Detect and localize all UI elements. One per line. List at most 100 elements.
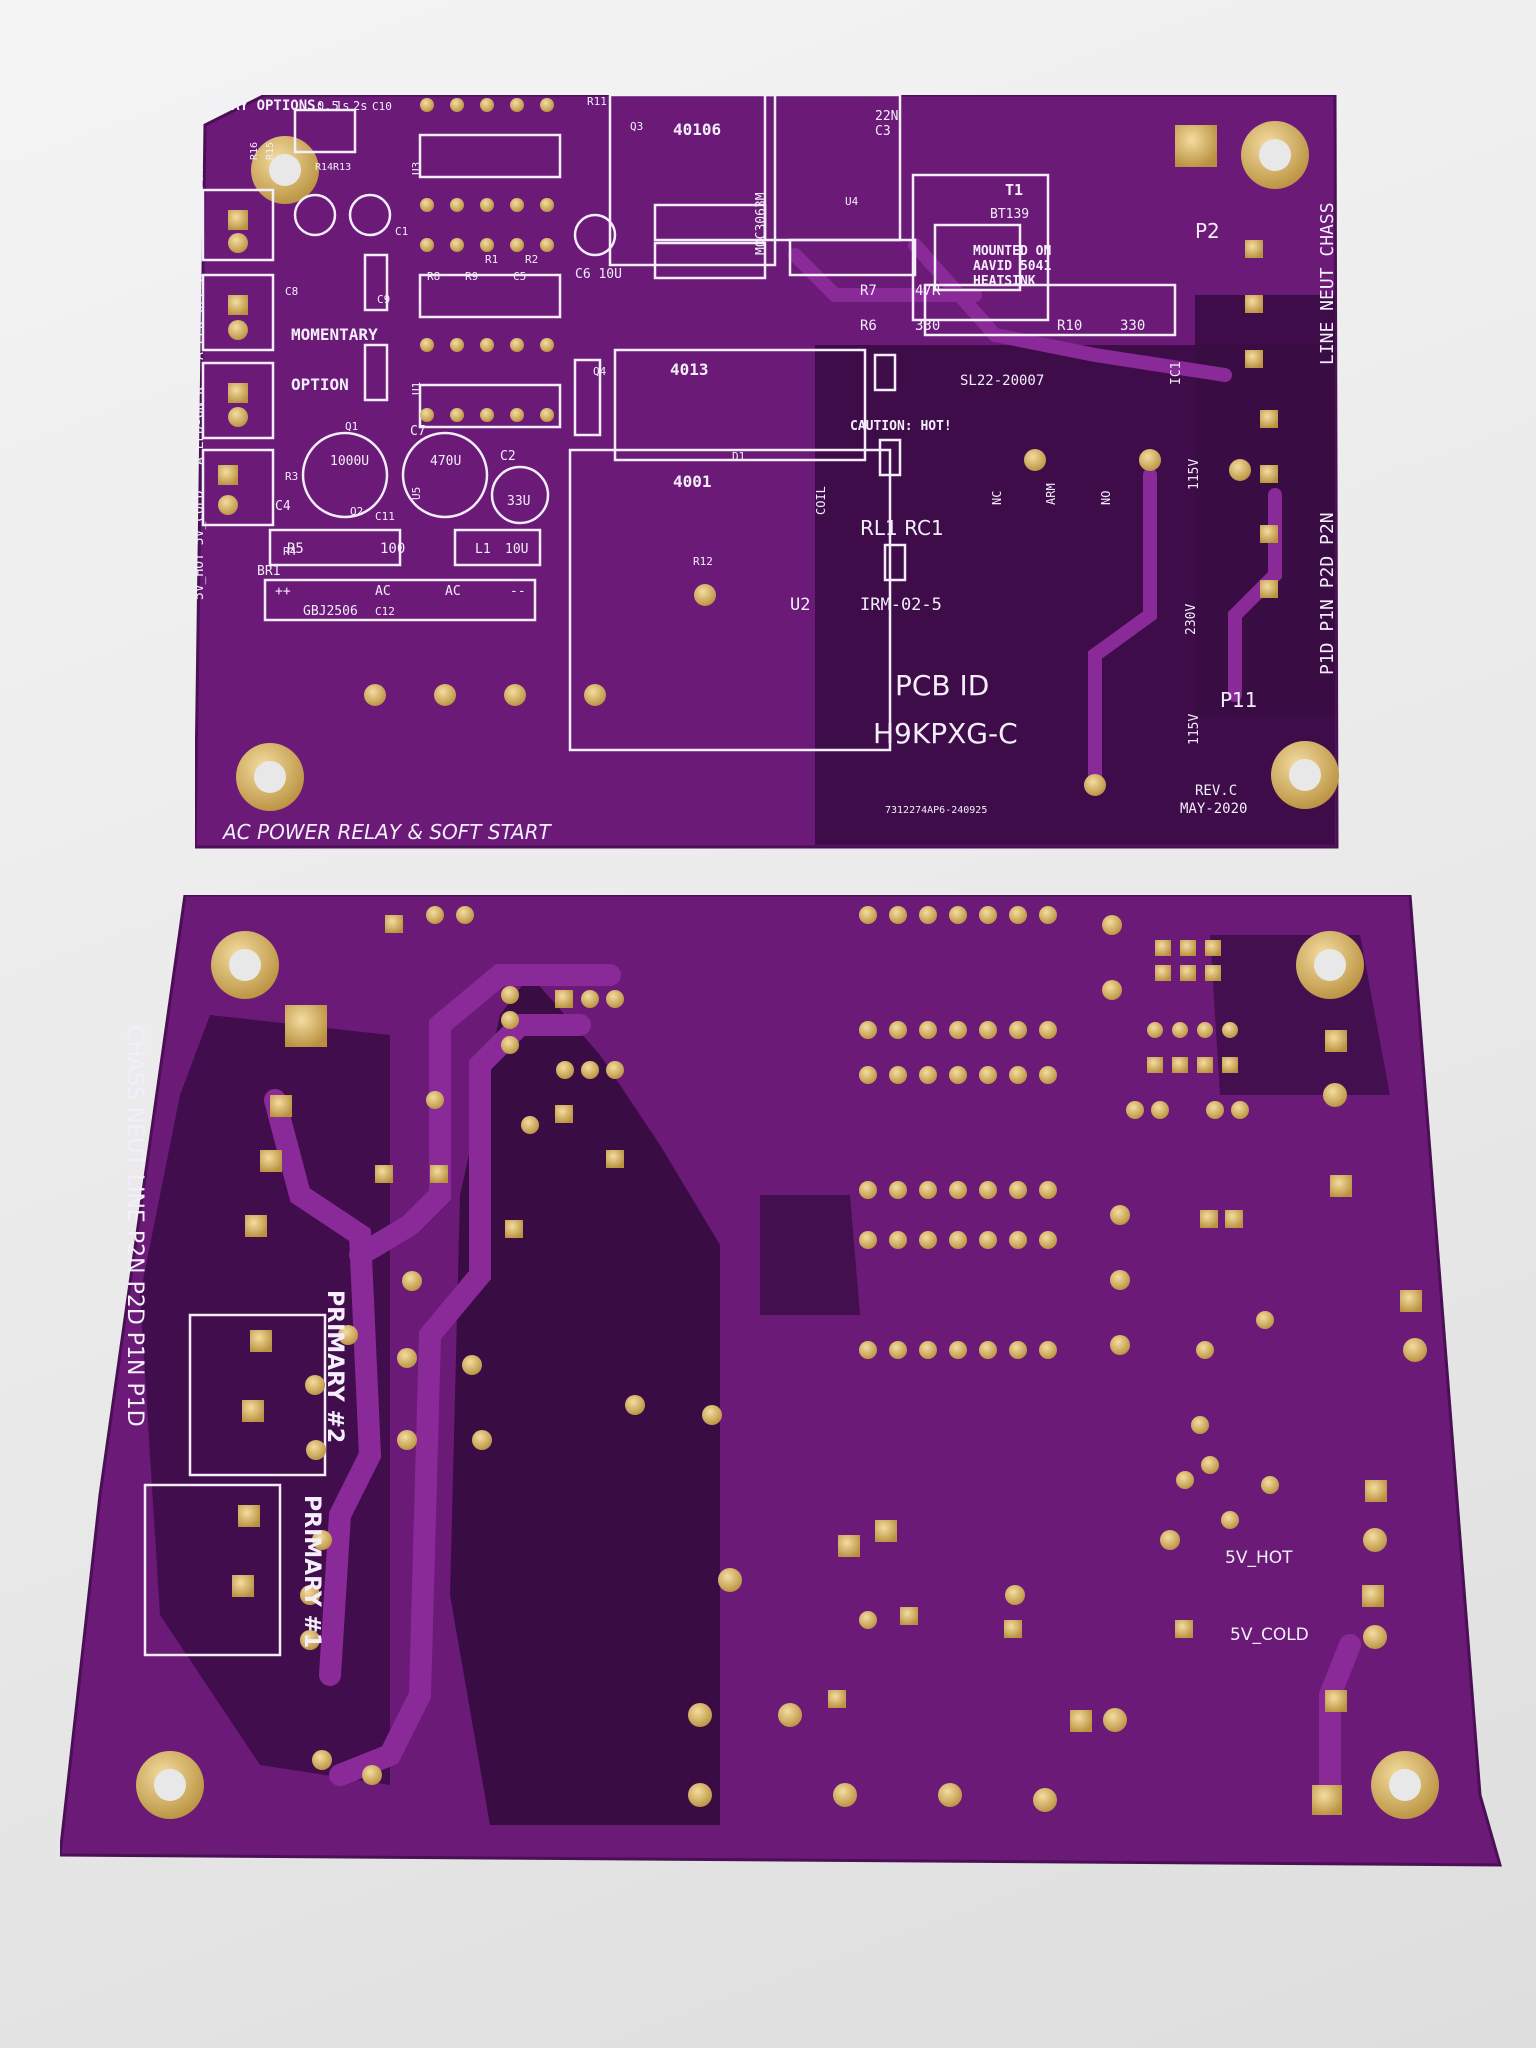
bridge-ac1: AC [375,584,391,599]
delay-option-2s: 2s [353,99,367,113]
ref-r4: R4 [283,545,297,558]
delay-options-label: DELAY OPTIONS: [206,98,324,114]
mounting-hole [1271,741,1339,809]
line-neut-chass-label: LINE NEUT CHASS [1317,202,1338,365]
c4-value: 1000U [330,454,369,469]
voltage-230v: 230V [1184,604,1199,635]
voltage-115v-1: 115V [1187,459,1202,490]
c6-label: C6 10U [575,267,622,282]
delay-option-0-5: 0.5 [317,99,339,113]
ref-d1: D1 [732,450,745,463]
led-off-label: A LED-OFF K [195,274,207,360]
ref-c5: C5 [513,270,526,283]
relay-arm-label: ARM [1044,483,1058,505]
caution-label: CAUTION: HOT! [850,419,952,434]
bridge-part: GBJ2506 [303,604,358,619]
mounting-hole [1371,1751,1439,1819]
delay-option-1s: 1s [335,99,349,113]
ic1-label: IC1 [1169,362,1184,385]
bridge-minus: -- [510,584,526,599]
ref-q1: Q1 [345,420,358,433]
ref-q3: Q3 [630,120,643,133]
ref-q2: Q2 [350,505,363,518]
ref-r11: R11 [587,95,607,108]
ref-r2: R2 [525,253,538,266]
p1-p2-label: P1D P1N P2D P2N [1317,512,1338,675]
relay-nc-label: NC [990,491,1004,505]
ref-r14r13: R14R13 [315,162,351,173]
5v-cold-label: 5V_COLD [1230,1625,1309,1645]
ref-u4: U4 [845,195,859,208]
psu-ref: U2 [790,595,810,615]
ref-r3: R3 [285,470,298,483]
power-edge-label: 5V_HOT 5V_COLD [195,490,207,600]
ref-u5: U5 [410,487,423,500]
ref-c12: C12 [375,605,395,618]
mounting-hole [136,1751,204,1819]
thermistor-label: SL22-20007 [960,373,1044,389]
triac-note-2: AAVID 5041 [973,259,1051,274]
r5-ref: R5 [287,541,304,557]
ref-r16: R16 [249,142,260,160]
c3-ref: C3 [875,124,891,139]
lot-code: 7312274AP6-240925 [885,805,987,816]
r6-value: 330 [915,318,940,334]
mounting-hole [1241,121,1309,189]
ref-r9: R9 [465,270,478,283]
mounting-hole [236,743,304,811]
option-label: OPTION [291,375,349,394]
primary-1-label: PRIMARY #1 [299,1495,324,1648]
connector-p2: P2 [1195,219,1220,243]
ref-c9: C9 [377,293,390,306]
date-label: MAY-2020 [1180,801,1247,817]
ref-u1: U1 [410,382,423,395]
relay-ref: RL1 RC1 [860,516,944,540]
c2-value: 33U [507,494,530,509]
c7-value: 470U [430,454,461,469]
ic-u5-label: 4001 [673,472,712,491]
led-on-label: A LED-ON K [195,387,207,465]
pcb-bottom-side: CHASS NEUT LINE P2N P2D P1N P1D PRIMARY … [60,895,1510,1875]
connector-p11: P11 [1220,688,1258,712]
triac-part: BT139 [990,207,1029,222]
relay-no-label: NO [1099,491,1113,505]
r6-ref: R6 [860,318,877,334]
triac-note-3: HEATSINK [973,274,1036,289]
momentary-label: MOMENTARY [291,325,378,344]
pcb-id-label: PCB ID [895,669,989,702]
bridge-plus: ++ [275,584,291,599]
l1-value: 10U [505,542,528,557]
5v-hot-label: 5V_HOT [1225,1548,1293,1568]
ic-u3-label: 40106 [673,120,721,139]
r7-value: 47R [915,283,941,299]
voltage-115v-2: 115V [1187,714,1202,745]
ref-r1: R1 [485,253,498,266]
ref-c11: C11 [375,510,395,523]
bridge-ac2: AC [445,584,461,599]
ic-u1-label: 4013 [670,360,709,379]
mounting-hole [1296,931,1364,999]
ref-r8: R8 [427,270,440,283]
ref-r15: R15 [265,142,276,160]
ref-c10: C10 [372,100,392,113]
bridge-ref: BR1 [257,564,280,579]
ref-c1: C1 [395,225,408,238]
c2-ref: C2 [500,449,516,464]
switch-label: SWITCH [195,168,207,215]
board-title: AC POWER RELAY & SOFT START [221,820,553,844]
mounting-hole [211,931,279,999]
l1-ref: L1 [475,542,491,557]
revision-label: REV.C [1195,783,1237,799]
pcb-id-value: H9KPXG-C [873,717,1018,750]
r10-ref: R10 [1057,318,1082,334]
triac-ref: T1 [1005,181,1023,199]
ref-u3: U3 [410,162,423,175]
psu-part: IRM-02-5 [860,595,942,615]
primary-2-label: PRIMARY #2 [322,1290,347,1443]
r5-value: 100 [380,541,405,557]
ref-c8: C8 [285,285,298,298]
c3-value: 22N [875,109,898,124]
relay-coil-label: COIL [814,486,828,515]
c4-ref: C4 [275,499,291,514]
triac-note-1: MOUNTED ON [973,244,1051,259]
